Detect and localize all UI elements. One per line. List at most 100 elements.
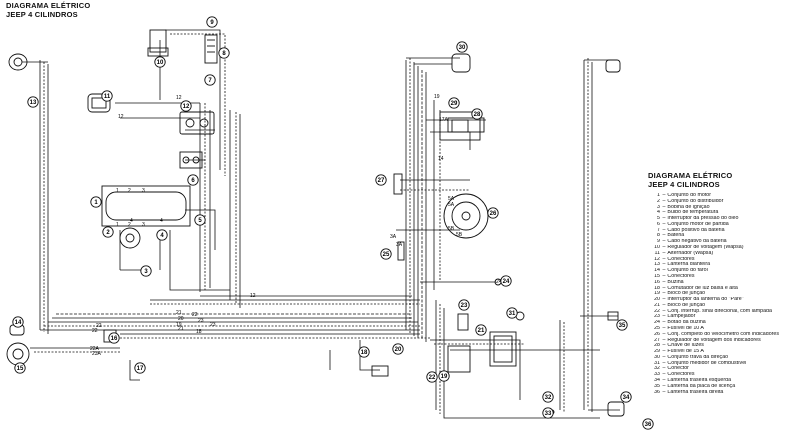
legend-item-label: Fusível de 15 A: [667, 349, 704, 355]
legend-item: 3 –Bobina de ignição: [648, 205, 798, 211]
legend-item-number: 16: [654, 279, 660, 285]
legend-item-separator: –: [661, 343, 666, 349]
diagram-title: DIAGRAMA ELÉTRICO JEEP 4 CILINDROS: [6, 1, 90, 19]
legend-item-separator: –: [661, 320, 666, 326]
legend-item-label: Bulbo de temperatura: [667, 210, 719, 216]
legend-item-number: 30: [654, 354, 660, 360]
legend-item-label: Bloco de junção: [667, 291, 706, 297]
component-badge-number: 12: [183, 104, 190, 110]
legend-item-label: Conjunto motor de partida: [667, 221, 729, 227]
component-badge-number: 3: [144, 269, 148, 275]
legend-item: 13 –Lanterna dianteira: [648, 262, 798, 268]
regulator-symbol: [147, 29, 169, 57]
component-badge-circle: [506, 307, 518, 319]
junction-block-symbol: [489, 331, 517, 367]
legend-item: 11 –Alternador (Wapsa): [648, 251, 798, 257]
legend-item-label: Conjunto do distribuidor: [667, 198, 724, 204]
legend-item-label: Lanterna traseira esquerda: [667, 378, 732, 383]
component-badge-number: 28: [474, 112, 481, 118]
component-badge: 11: [101, 90, 113, 102]
component-badge: 15: [14, 362, 26, 374]
component-badge-number: 2: [106, 230, 110, 236]
wire-label: 22: [192, 312, 198, 318]
wire-label: 22: [96, 323, 102, 329]
legend-item-separator: –: [661, 245, 666, 251]
legend-item: 25 –Fusível de 10 A: [648, 326, 798, 332]
legend-item: 36 –Lanterna traseira direita: [648, 390, 798, 396]
legend-title: DIAGRAMA ELÉTRICO JEEP 4 CILINDROS: [648, 171, 732, 189]
component-symbols: [6, 29, 625, 417]
component-badge-circle: [180, 100, 192, 112]
legend-item-label: Conjunto do motor: [667, 193, 711, 198]
legend-item-number: 31: [654, 360, 660, 366]
legend-item-label: Chave de luzes: [667, 343, 704, 349]
legend-item-separator: –: [661, 227, 666, 233]
component-badge: 13: [27, 96, 39, 108]
component-badge: 26: [487, 207, 499, 219]
wire-harness: [22, 29, 620, 419]
component-badge-circle: [108, 332, 120, 344]
component-badge-circle: [487, 207, 499, 219]
battery-symbol: [204, 34, 218, 64]
component-badge-circle: [616, 319, 628, 331]
legend-item-number: 9: [657, 239, 660, 245]
legend-item-label: Regulador de voltagem dos indicadores: [667, 337, 761, 343]
flasher-symbol: [457, 313, 469, 331]
component-badge: 20: [392, 343, 404, 355]
component-badge-number: 22: [429, 375, 436, 381]
component-badge-circle: [392, 343, 404, 355]
component-badge: 18: [358, 346, 370, 358]
legend-item-separator: –: [661, 360, 666, 366]
legend-item: 29 –Fusível de 15 A: [648, 349, 798, 355]
component-badge-number: 9: [210, 20, 214, 26]
component-badge: 10: [154, 56, 166, 68]
legend-item: 22 –Conj. interrup. sinal direcional, co…: [648, 309, 798, 315]
legend-item-number: 19: [654, 291, 660, 297]
legend-item-label: Cabo positivo da bateria: [667, 227, 725, 233]
component-badge: 24: [500, 275, 512, 287]
legend-item-separator: –: [661, 372, 666, 378]
legend-item-label: Bateria: [667, 233, 685, 239]
legend-item-separator: –: [661, 268, 666, 274]
legend-item-separator: –: [661, 331, 666, 337]
component-badge-number: 5: [198, 218, 202, 224]
legend-item: 23 –Lampejador: [648, 314, 798, 320]
component-badge-circle: [27, 96, 39, 108]
legend-item-label: Lanterna da placa de licença: [667, 383, 736, 389]
legend-item-label: Alternador (Wapsa): [667, 250, 714, 256]
speedometer-cluster: [443, 193, 489, 239]
component-badge: 17: [134, 362, 146, 374]
legend-item-number: 20: [654, 297, 660, 303]
wire-label: 2: [128, 188, 131, 194]
legend-item-separator: –: [661, 262, 666, 268]
legend-item: 21 –Bloco de junção: [648, 303, 798, 309]
component-badge-circle: [102, 226, 114, 238]
light-switch-symbol: [447, 117, 485, 133]
legend-item-label: Lanterna traseira direita: [667, 389, 724, 395]
component-badge: 22: [426, 371, 438, 383]
legend-title-line2: JEEP 4 CILINDROS: [648, 179, 720, 189]
wire-label: 5B: [448, 226, 455, 232]
component-badge-circle: [471, 108, 483, 120]
legend-item-label: Botão da buzina: [667, 320, 706, 326]
legend-item-label: Conector: [667, 366, 689, 372]
wire-label: 3A: [390, 234, 397, 240]
legend-item-number: 34: [654, 378, 660, 383]
legend-item-number: 3: [657, 204, 660, 210]
legend-item-label: Conjunto do farol: [667, 268, 708, 274]
legend-item-separator: –: [661, 239, 666, 245]
component-badge-circle: [194, 214, 206, 226]
license-lamp: [607, 311, 619, 321]
component-badge: 32: [542, 391, 554, 403]
component-badge: 8: [218, 47, 230, 59]
wire-label: 2: [128, 222, 131, 228]
legend-item-separator: –: [661, 285, 666, 291]
legend-item-number: 12: [654, 256, 660, 262]
stop-lamp-switch-symbol: [371, 365, 389, 377]
legend-item: 19 –Bloco de junção: [648, 291, 798, 297]
legend-item: 9 –Cabo negativo da bateria: [648, 239, 798, 245]
component-badge: 34: [620, 391, 632, 403]
legend-item-separator: –: [661, 273, 666, 279]
legend-item-separator: –: [661, 349, 666, 355]
